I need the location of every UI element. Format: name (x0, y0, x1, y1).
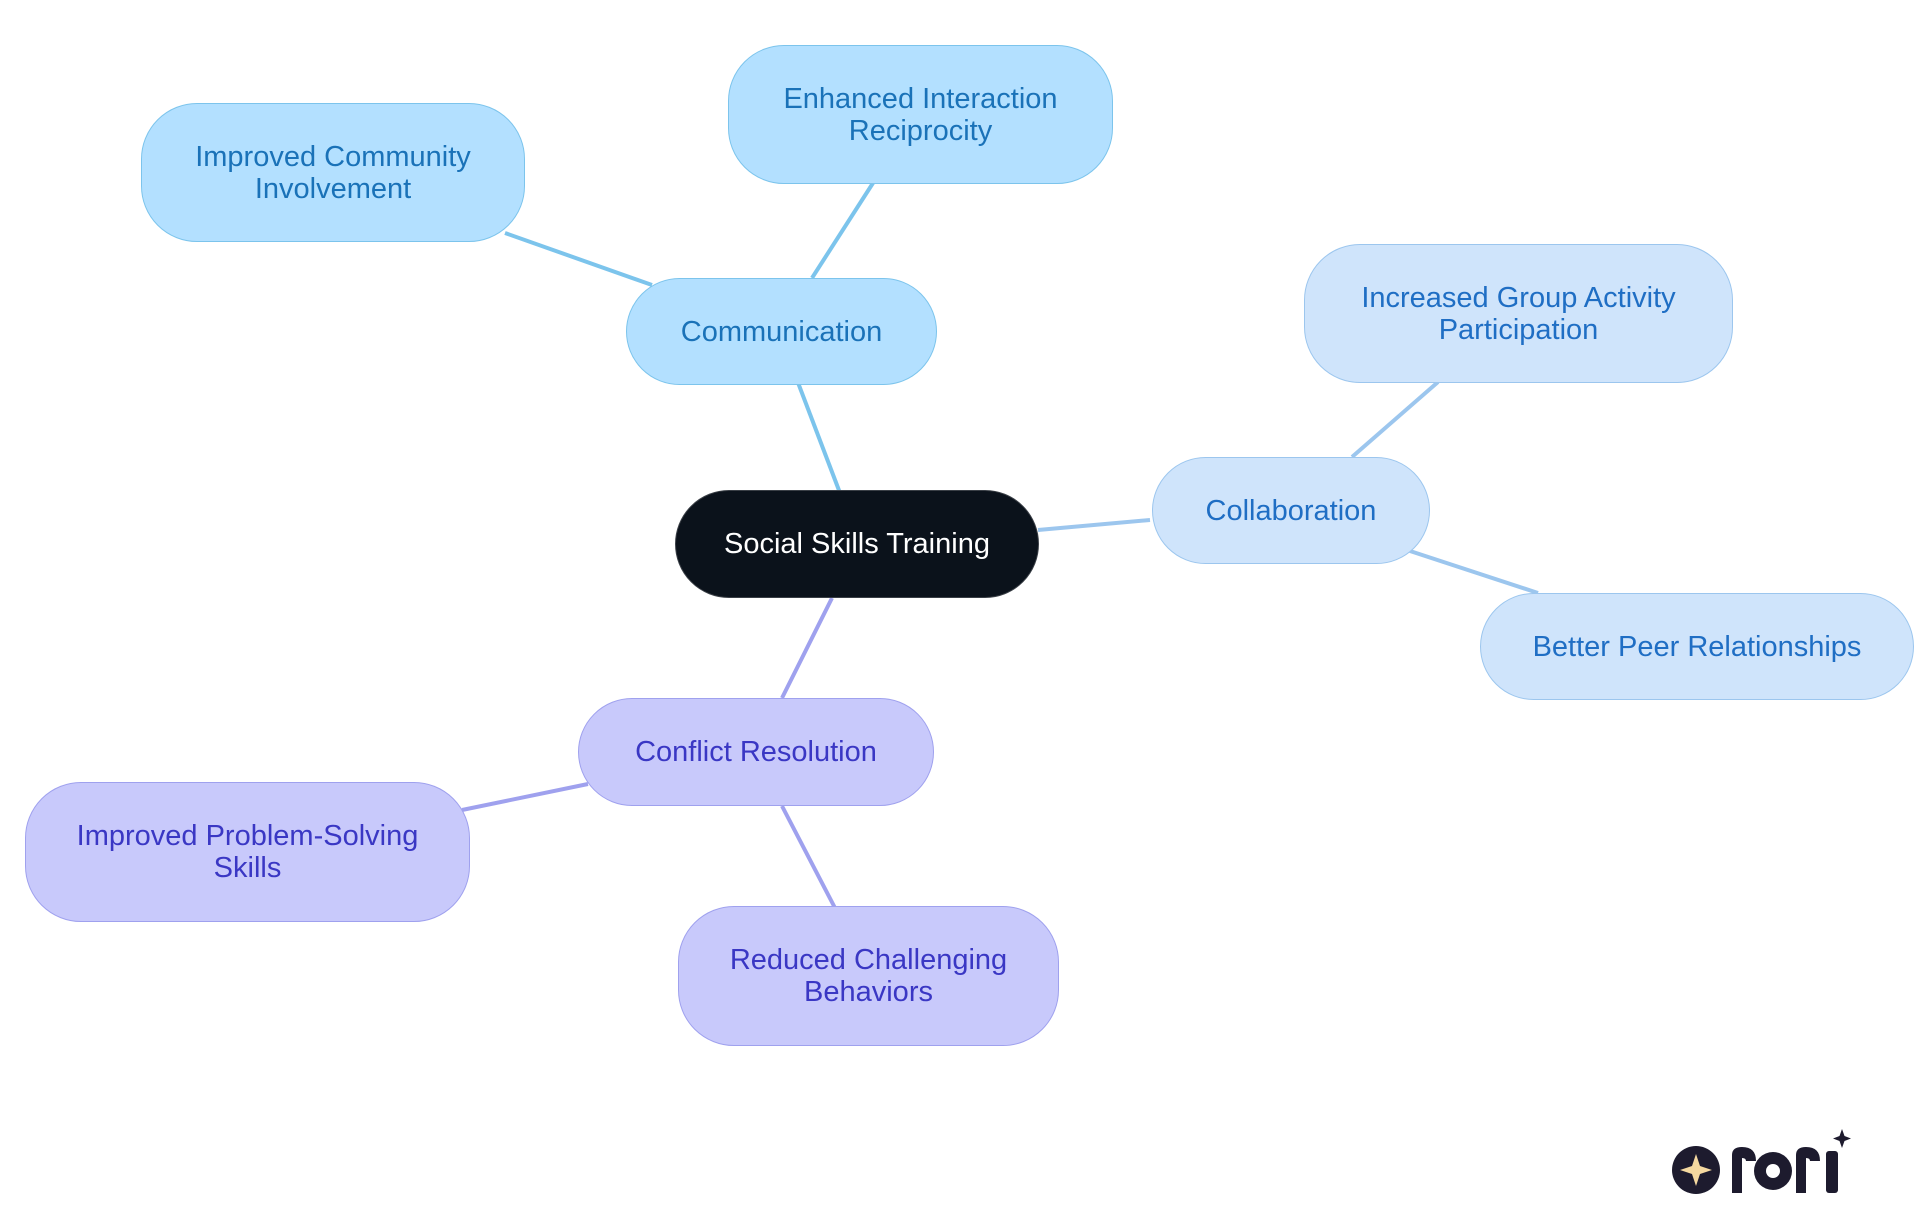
branch-node-label: Communication (680, 315, 883, 348)
edge-collaboration-better-peer-relationships (1409, 549, 1539, 595)
leaf-node-improved-problem-solving-skills: Improved Problem-Solving Skills (25, 782, 470, 922)
branch-node-label: Collaboration (1205, 494, 1377, 527)
leaf-node-label: Enhanced Interaction Reciprocity (783, 82, 1058, 147)
branch-node-collaboration: Collaboration (1152, 457, 1430, 564)
root-node-label: Social Skills Training (724, 528, 990, 560)
edge-conflict-resolution-improved-problem-solving-skills (461, 782, 589, 812)
branch-node-label: Conflict Resolution (635, 736, 877, 768)
leaf-node-label: Improved Problem-Solving Skills (76, 820, 419, 884)
leaf-node-increased-group-activity-participation: Increased Group Activity Participation (1304, 244, 1733, 383)
leaf-node-label: Increased Group Activity Participation (1361, 281, 1676, 346)
leaf-node-label: Improved Community Involvement (195, 140, 471, 205)
edge-root-conflict-resolution (780, 597, 834, 699)
branch-node-conflict-resolution: Conflict Resolution (578, 698, 934, 806)
logo-letter-r2 (1796, 1147, 1820, 1193)
branch-node-communication: Communication (626, 278, 937, 385)
logo-letter-o-hole (1766, 1164, 1780, 1178)
edge-communication-enhanced-interaction-reciprocity (810, 181, 875, 280)
logo-letter-r1 (1732, 1147, 1756, 1193)
logo-letter-i (1826, 1151, 1838, 1193)
edge-conflict-resolution-reduced-challenging-behaviors (780, 805, 837, 909)
logo-i-star (1833, 1129, 1851, 1148)
edge-communication-improved-community-involvement (504, 231, 653, 287)
leaf-node-improved-community-involvement: Improved Community Involvement (141, 103, 525, 242)
leaf-node-enhanced-interaction-reciprocity: Enhanced Interaction Reciprocity (728, 45, 1113, 184)
rori-logo-icon (1672, 1129, 1851, 1194)
leaf-node-label: Reduced Challenging Behaviors (729, 944, 1008, 1008)
leaf-node-reduced-challenging-behaviors: Reduced Challenging Behaviors (678, 906, 1059, 1046)
leaf-node-better-peer-relationships: Better Peer Relationships (1480, 593, 1914, 700)
edge-collaboration-increased-group-activity-participation (1350, 380, 1440, 459)
root-node: Social Skills Training (675, 490, 1039, 598)
leaf-node-label: Better Peer Relationships (1532, 630, 1862, 663)
logo-sparkle-star (1680, 1154, 1712, 1186)
edge-root-collaboration (1037, 518, 1151, 532)
edge-root-communication (795, 379, 842, 494)
